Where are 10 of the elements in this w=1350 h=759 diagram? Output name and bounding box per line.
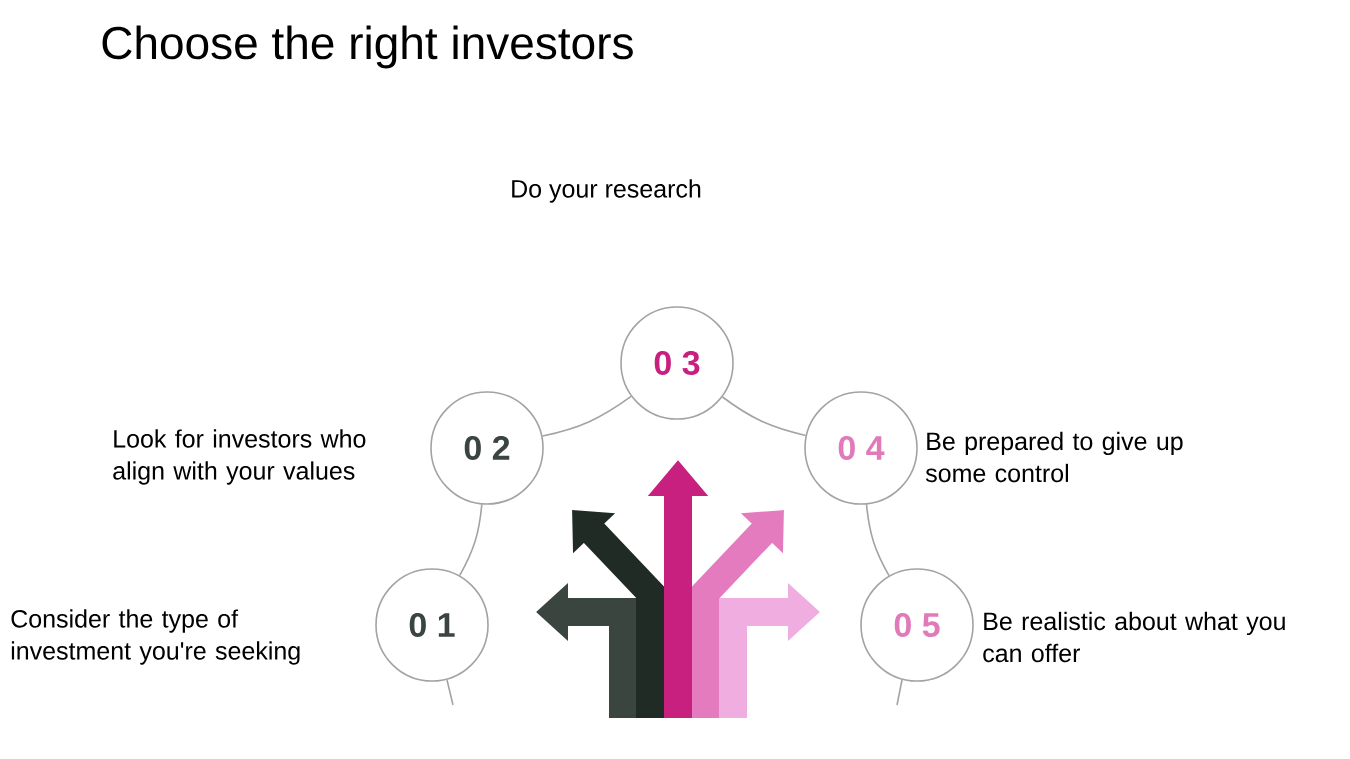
step-text: Look for investors who align with your values (113, 429, 366, 485)
title: Choose the right investors (102, 25, 633, 69)
step-text: Be prepared to give up some control (925, 431, 1183, 483)
arc-connector (458, 503, 483, 577)
step-text: Consider the type of investment you're seeking (11, 609, 300, 665)
step-text: Be realistic about what you can offer (983, 611, 1285, 663)
arc-connector (865, 503, 890, 577)
step-text: Do your research (512, 179, 701, 203)
arc-connector (541, 395, 632, 437)
arc-connector (721, 396, 807, 437)
